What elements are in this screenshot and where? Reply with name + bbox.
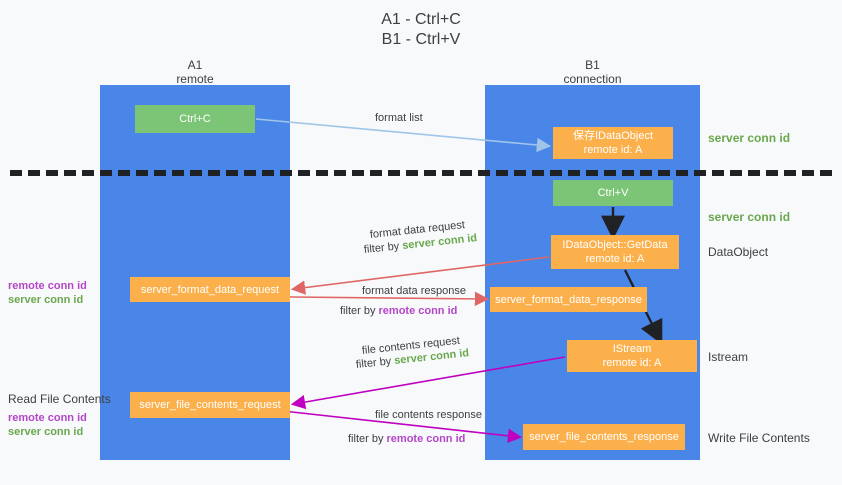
node-save-idataobject-sub: remote id: A xyxy=(583,144,643,156)
node-server-format-data-response-label: server_format_data_response xyxy=(495,293,642,306)
right-label-dataobject: DataObject xyxy=(708,245,769,259)
node-save-idataobject-label: 保存IDataObject xyxy=(572,130,654,142)
right-label-server-conn-id-top: server conn id xyxy=(708,131,791,145)
edge-label-file-contents-response-filter: filter by remote conn id xyxy=(348,432,465,447)
left-label-read-file-contents: Read File Contents xyxy=(8,392,111,406)
filter-value-remote-conn-id: remote conn id xyxy=(386,433,466,445)
node-server-file-contents-request[interactable]: server_file_contents_request xyxy=(130,392,290,418)
filter-prefix: filter by xyxy=(355,355,395,371)
node-ctrl-c[interactable]: Ctrl+C xyxy=(135,105,255,133)
title-line-2: B1 - Ctrl+V xyxy=(381,31,461,48)
left-label-conn-ids-upper: remote conn id server conn id xyxy=(8,279,87,307)
filter-prefix: filter by xyxy=(363,240,403,256)
left-label-server-conn-id: server conn id xyxy=(8,294,84,306)
node-ctrl-c-label: Ctrl+C xyxy=(179,113,211,125)
node-idataobject-getdata-sub: remote id: A xyxy=(585,253,645,265)
node-istream[interactable]: IStream remote id: A xyxy=(567,340,697,372)
column-header-a1-name: A1 xyxy=(187,58,203,72)
node-server-format-data-request-label: server_format_data_request xyxy=(140,283,280,296)
filter-value-remote-conn-id: remote conn id xyxy=(378,305,458,317)
node-idataobject-getdata[interactable]: IDataObject::GetData remote id: A xyxy=(551,235,679,269)
node-ctrl-v-label: Ctrl+V xyxy=(597,187,629,199)
edge-label-file-contents-response: file contents response xyxy=(375,409,483,421)
node-server-file-contents-response[interactable]: server_file_contents_response xyxy=(523,424,685,450)
node-server-file-contents-response-label: server_file_contents_response xyxy=(529,431,679,443)
right-label-istream: Istream xyxy=(708,350,749,364)
column-header-b1: B1 connection xyxy=(485,58,700,86)
left-label-conn-ids-lower: remote conn id server conn id xyxy=(8,411,87,439)
page-title: A1 - Ctrl+C B1 - Ctrl+V xyxy=(0,10,842,50)
column-header-b1-role: connection xyxy=(563,72,622,86)
node-server-file-contents-request-label: server_file_contents_request xyxy=(139,399,281,411)
title-line-1: A1 - Ctrl+C xyxy=(381,11,461,28)
node-ctrl-v[interactable]: Ctrl+V xyxy=(553,180,673,206)
edge-label-format-data-response: format data response xyxy=(362,285,466,297)
right-label-write-file-contents: Write File Contents xyxy=(708,431,810,445)
filter-prefix: filter by xyxy=(340,305,379,317)
left-label-server-conn-id: server conn id xyxy=(8,426,84,438)
node-idataobject-getdata-label: IDataObject::GetData xyxy=(562,239,668,251)
node-istream-sub: remote id: A xyxy=(602,357,662,369)
right-label-server-conn-id-mid: server conn id xyxy=(708,210,791,224)
node-server-format-data-response[interactable]: server_format_data_response xyxy=(490,287,647,312)
left-label-remote-conn-id: remote conn id xyxy=(8,280,87,292)
column-header-b1-name: B1 xyxy=(585,58,600,72)
edge-label-format-list: format list xyxy=(375,112,423,124)
node-save-idataobject[interactable]: 保存IDataObject remote id: A xyxy=(553,127,673,159)
left-label-remote-conn-id: remote conn id xyxy=(8,412,87,424)
column-header-a1-role: remote xyxy=(176,72,214,86)
phase-separator xyxy=(10,170,832,176)
filter-prefix: filter by xyxy=(348,433,387,445)
node-istream-label: IStream xyxy=(612,343,652,355)
node-server-format-data-request[interactable]: server_format_data_request xyxy=(130,277,290,302)
column-header-a1: A1 remote xyxy=(100,58,290,86)
edge-label-format-data-response-filter: filter by remote conn id xyxy=(340,304,457,319)
